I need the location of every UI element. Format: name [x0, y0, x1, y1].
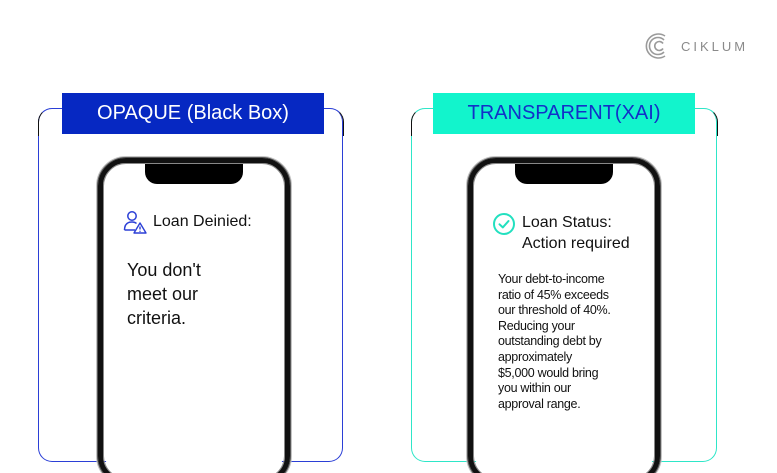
logo-text: CIKLUM — [681, 38, 749, 54]
phone-screen — [475, 165, 653, 473]
explanation-line: outstanding debt by — [498, 334, 602, 349]
denial-line: You don't — [127, 260, 201, 280]
explanation-line: you within our — [498, 381, 571, 396]
denial-message: You don't meet our criteria. — [127, 258, 257, 330]
loan-denied-title: Loan Deinied: — [153, 213, 252, 230]
phone-notch — [515, 164, 613, 184]
user-warning-icon — [123, 211, 147, 234]
explanation-line: approval range. — [498, 396, 581, 411]
explanation-line: $5,000 would bring — [498, 365, 599, 380]
explanation-message: Your debt-to-income ratio of 45% exceeds… — [498, 272, 628, 412]
check-circle-icon — [493, 213, 515, 235]
status-title-line: Action required — [522, 235, 630, 252]
explanation-line: Reducing your — [498, 318, 575, 333]
status-title-line: Loan Status: — [522, 214, 612, 231]
loan-status-title: Loan Status: Action required — [522, 212, 630, 254]
loan-status: Loan Status: Action required — [492, 212, 630, 254]
transparent-label: TRANSPARENT(XAI) — [433, 93, 695, 134]
explanation-line: ratio of 45% exceeds — [498, 287, 609, 302]
phone-notch — [145, 164, 243, 184]
transparent-phone-mockup — [466, 156, 662, 473]
ciklum-logo: CIKLUM — [645, 32, 748, 60]
explanation-line: approximately — [498, 349, 572, 364]
explanation-line: Your debt-to-income — [498, 272, 605, 286]
phone-screen — [105, 165, 283, 473]
opaque-label: OPAQUE (Black Box) — [62, 93, 324, 134]
opaque-phone-mockup — [96, 156, 292, 473]
explanation-line: our threshold of 40%. — [498, 303, 611, 318]
ciklum-concentric-c-icon — [645, 33, 666, 59]
denial-line: criteria. — [127, 308, 187, 328]
loan-denied-status: Loan Deinied: — [123, 210, 252, 234]
denial-line: meet our — [127, 284, 199, 304]
